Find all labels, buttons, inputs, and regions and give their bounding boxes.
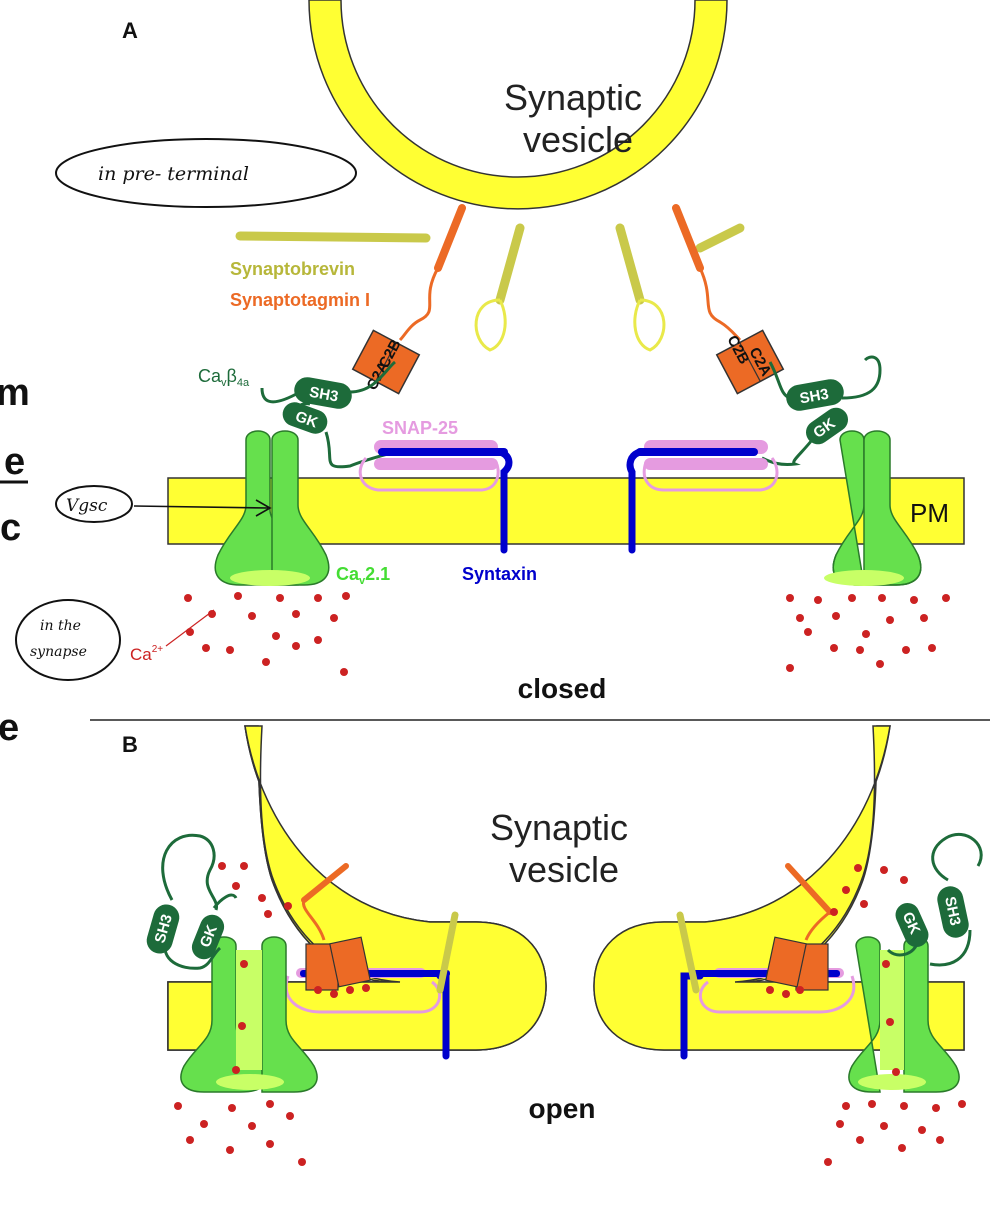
side-fragment-1: m [0, 372, 30, 414]
side-fragment-4: e [0, 707, 19, 749]
panel-a: A Synaptic vesicle [122, 0, 965, 704]
gk-label-left: GK [293, 408, 320, 432]
cav-beta-main: Ca [198, 366, 222, 386]
calcium-channel-b-left [180, 936, 318, 1093]
cav-beta-label: Cavβ4a [198, 366, 250, 389]
synaptotagmin-right: C2B C2A [672, 204, 785, 395]
calcium-pointer [165, 609, 215, 647]
sh3-label-right: SH3 [798, 386, 830, 408]
vesicle-label-a-line2: vesicle [523, 119, 633, 160]
cav21-main: Ca [336, 564, 360, 584]
vesicle-arc-b-right [593, 725, 965, 1051]
vesicle-label-b-line1: Synaptic [490, 807, 628, 848]
cav-beta-b-right: SH3 GK [886, 832, 983, 967]
vesicle-label-a: Synaptic vesicle [504, 77, 652, 160]
state-label-open: open [529, 1093, 596, 1124]
pm-label: PM [910, 498, 949, 528]
vesicle-label-a-line1: Synaptic [504, 77, 642, 118]
cav21-sub: v [359, 575, 366, 587]
annotation-vgsc: Vgsc [55, 485, 272, 523]
synaptotagmin-label: Synaptotagmin I [230, 290, 370, 310]
synaptobrevin-label: Synaptobrevin [230, 259, 355, 279]
annotation-synapse: in the synapse [15, 599, 121, 681]
snare-complex-left [358, 440, 513, 554]
cav-beta-greek: β [227, 366, 237, 386]
annotation-synapse-line1: in the [40, 618, 81, 634]
state-label-closed: closed [518, 673, 607, 704]
panel-b-letter: B [122, 732, 138, 757]
vesicle-ring-a [308, 0, 728, 210]
vesicle-label-b: Synaptic vesicle [490, 807, 638, 890]
side-fragment-2: e [4, 441, 25, 483]
cav21-rest: 2.1 [365, 564, 390, 584]
calcium-ions-a [184, 592, 950, 676]
calcium-main: Ca [130, 645, 152, 664]
sh3-label-left: SH3 [308, 384, 340, 406]
panel-a-letter: A [122, 18, 138, 43]
cav21-label: Cav2.1 [336, 564, 390, 587]
synaptobrevin-right [615, 223, 745, 352]
snap25-label: SNAP-25 [382, 418, 458, 438]
cav-beta-sub1: v [221, 377, 227, 389]
side-fragment-3: c [0, 507, 21, 549]
cav-beta-right: SH3 GK [761, 355, 882, 466]
cav-beta-left: SH3 GK [260, 360, 397, 469]
snare-complex-right [626, 440, 779, 554]
vesicle-arc-b [167, 725, 547, 1051]
calcium-ions-b [174, 862, 966, 1166]
sh3-label-b-right: SH3 [941, 895, 964, 927]
snare-complex-b-right [676, 863, 856, 1060]
annotation-pre-terminal: in pre- terminal [55, 138, 357, 208]
cav-beta-b-left: SH3 GK [146, 833, 238, 970]
calcium-channel-right [824, 430, 922, 586]
cav-beta-sub2: 4a [237, 377, 250, 389]
calcium-sup: 2+ [152, 644, 164, 655]
synaptobrevin-left [235, 223, 525, 352]
annotation-synapse-line2: synapse [30, 644, 87, 660]
annotation-vgsc-text: Vgsc [66, 496, 108, 516]
vesicle-label-b-line2: vesicle [509, 849, 619, 890]
side-fragments: m e c e [0, 372, 30, 749]
calcium-label: Ca2+ [130, 644, 163, 664]
syntaxin-label: Syntaxin [462, 564, 537, 584]
annotation-pre-terminal-text: in pre- terminal [98, 163, 249, 185]
panel-b: B Synaptic vesicle [122, 725, 983, 1166]
snare-complex-b-left [284, 863, 459, 1060]
calcium-channel-b-right [848, 936, 960, 1093]
